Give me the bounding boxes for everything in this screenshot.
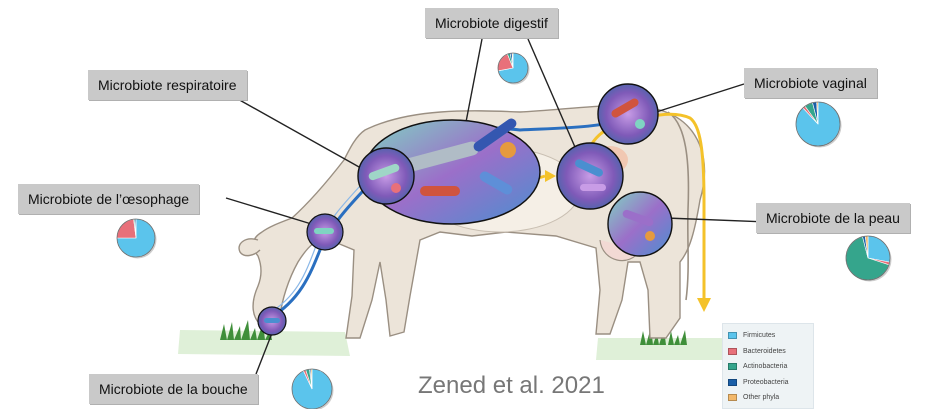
micro-bouche (258, 307, 286, 335)
label-microbiote-peau: Microbiote de la peau (756, 203, 910, 233)
micro-respiratoire (358, 148, 414, 204)
legend-swatch (728, 379, 737, 386)
pie-slice-firmicutes (868, 236, 890, 262)
arrow-head-icon (697, 298, 711, 312)
label-microbiote-respiratoire: Microbiote respiratoire (88, 70, 247, 100)
citation-text: Zened et al. 2021 (418, 372, 605, 400)
pie-chart-vaginal (796, 102, 842, 148)
legend-swatch (728, 394, 737, 401)
leader-respiratoire (236, 98, 368, 172)
pie-chart-oesophage (117, 219, 157, 259)
micro-vaginal (598, 84, 658, 144)
micro-oesophage (307, 214, 343, 250)
legend-item-proteobacteria: Proteobacteria (728, 375, 808, 391)
legend-label: Firmicutes (743, 332, 775, 339)
micro-peau (608, 192, 672, 256)
phyla-legend: Firmicutes Bacteroidetes Actinobacteria … (722, 323, 814, 409)
leader-digestif-1 (466, 39, 482, 122)
leader-vaginal (650, 84, 744, 114)
legend-item-firmicutes: Firmicutes (728, 328, 808, 344)
legend-swatch (728, 332, 737, 339)
legend-label: Proteobacteria (743, 379, 789, 386)
pie-chart-bouche (292, 369, 334, 409)
pie-chart-digestif (498, 53, 530, 85)
micro-digestif-small (557, 143, 623, 209)
legend-label: Bacteroidetes (743, 348, 786, 355)
legend-item-actinobacteria: Actinobacteria (728, 359, 808, 375)
legend-label: Other phyla (743, 394, 779, 401)
legend-label: Actinobacteria (743, 363, 787, 370)
pie-chart-peau (846, 236, 892, 282)
legend-item-other-phyla: Other phyla (728, 390, 808, 406)
legend-item-bacteroidetes: Bacteroidetes (728, 344, 808, 360)
legend-swatch (728, 363, 737, 370)
label-microbiote-digestif: Microbiote digestif (425, 8, 558, 38)
label-microbiote-bouche: Microbiote de la bouche (89, 374, 258, 404)
label-microbiote-oesophage: Microbiote de l’œsophage (18, 184, 199, 214)
legend-swatch (728, 348, 737, 355)
label-microbiote-vaginal: Microbiote vaginal (744, 68, 877, 98)
